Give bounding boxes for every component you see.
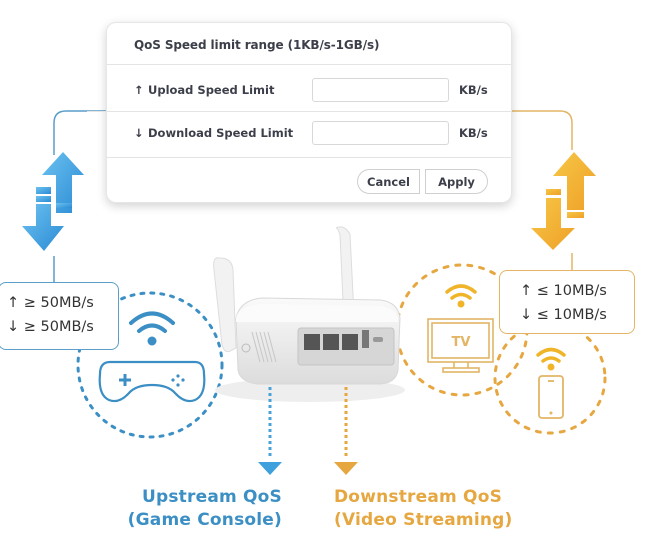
- upload-download-arrows-icon-blue: [22, 152, 84, 251]
- dialog-title: QoS Speed limit range (1KB/s-1GB/s): [134, 38, 380, 52]
- downstream-arrowhead: [334, 462, 358, 475]
- upstream-upload-speed: ↑ ≥ 50MB/s: [7, 295, 94, 311]
- upstream-qos-caption: Upstream QoS (Game Console): [118, 486, 282, 532]
- blue-connector-line: [53, 110, 110, 283]
- smartphone-icon: [538, 375, 564, 419]
- wifi-icon-blue: [129, 311, 175, 333]
- divider: [87, 111, 512, 112]
- downstream-speed-box: ↑ ≤ 10MB/s ↓ ≤ 10MB/s: [499, 270, 635, 334]
- downstream-upload-speed: ↑ ≤ 10MB/s: [520, 283, 607, 299]
- arrow-up-icon: ↑: [134, 83, 144, 97]
- downstream-download-speed: ↓ ≤ 10MB/s: [520, 307, 607, 323]
- upstream-caption-title: Upstream QoS: [141, 487, 282, 507]
- download-unit: KB/s: [459, 126, 488, 140]
- upstream-caption-subtitle: (Game Console): [127, 510, 282, 530]
- upstream-arrowhead: [258, 462, 282, 475]
- downstream-caption-title: Downstream QoS: [334, 487, 503, 507]
- tv-icon: [427, 318, 494, 373]
- divider: [107, 64, 511, 65]
- download-speed-limit-input[interactable]: [312, 121, 449, 145]
- apply-button[interactable]: Apply: [425, 169, 488, 194]
- wifi-icon-orange-tv: [445, 284, 477, 300]
- upstream-speed-box: ↑ ≥ 50MB/s ↓ ≥ 50MB/s: [0, 282, 119, 350]
- downstream-qos-caption: Downstream QoS (Video Streaming): [334, 486, 513, 532]
- router-image: [213, 226, 405, 402]
- divider: [107, 157, 511, 158]
- upload-speed-limit-input[interactable]: [312, 78, 449, 102]
- downstream-caption-subtitle: (Video Streaming): [334, 510, 513, 530]
- tv-label: TV: [452, 335, 471, 350]
- upload-speed-limit-label: ↑Upload Speed Limit: [134, 83, 275, 97]
- orange-connector-line: [512, 110, 573, 270]
- upload-download-arrows-icon-orange: [531, 152, 596, 250]
- cancel-button[interactable]: Cancel: [357, 169, 420, 194]
- wifi-icon-orange-phone: [536, 347, 566, 363]
- game-console-range-circle: [76, 291, 224, 439]
- qos-speed-limit-dialog: QoS Speed limit range (1KB/s-1GB/s) ↑Upl…: [87, 22, 512, 203]
- upload-unit: KB/s: [459, 83, 488, 97]
- upstream-download-speed: ↓ ≥ 50MB/s: [7, 319, 94, 335]
- game-controller-icon: [98, 360, 206, 403]
- download-speed-limit-label: ↓Download Speed Limit: [134, 126, 294, 140]
- phone-range-circle: [493, 321, 607, 435]
- arrow-down-icon: ↓: [134, 126, 144, 140]
